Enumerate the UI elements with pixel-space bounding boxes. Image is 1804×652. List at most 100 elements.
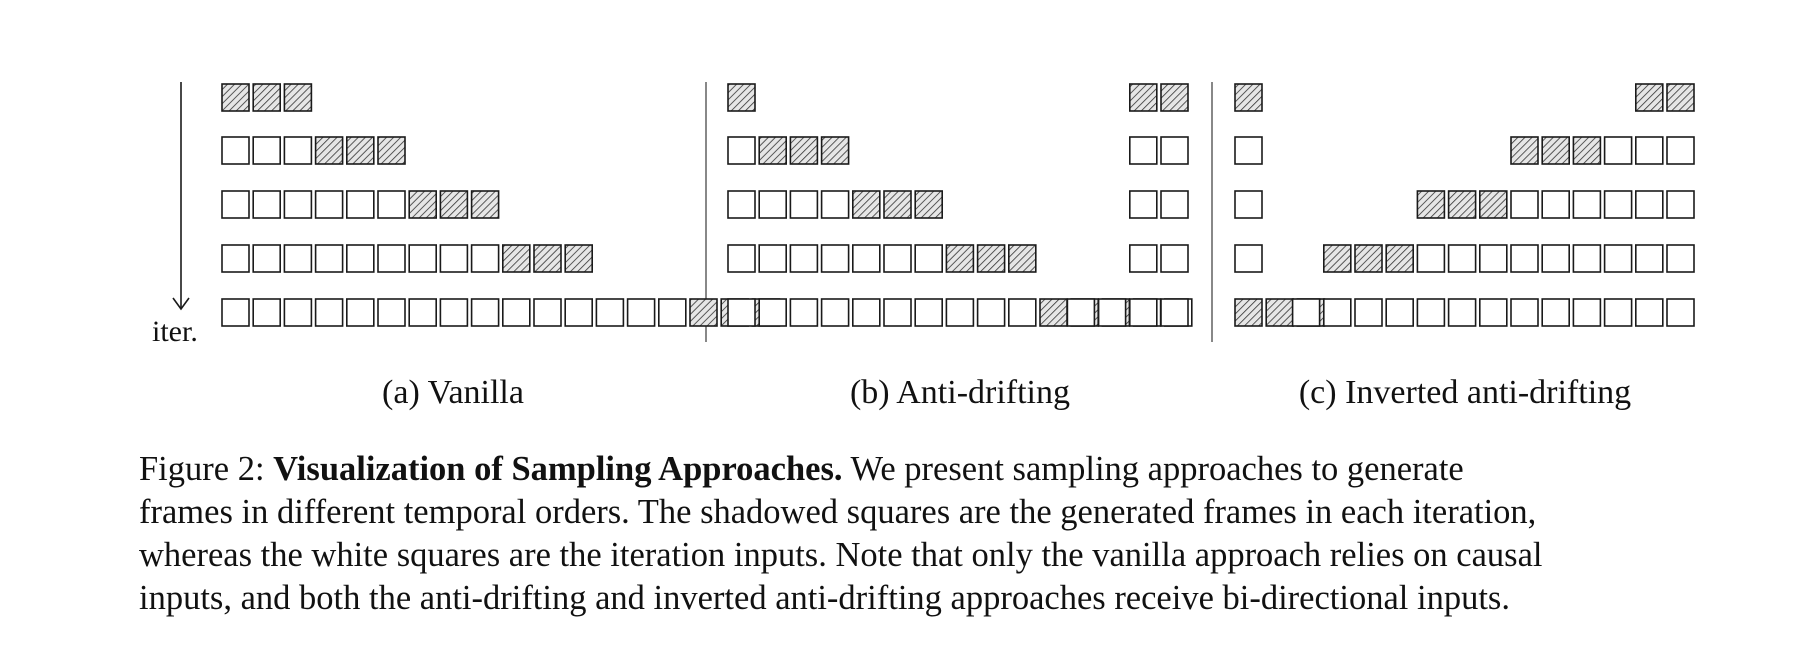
input-frame: [1447, 244, 1477, 273]
input-frame: [1066, 298, 1096, 327]
input-frame: [345, 244, 375, 273]
generated-frame: [1129, 83, 1158, 112]
generated-frame: [914, 190, 944, 219]
input-frame: [883, 244, 912, 273]
input-frame: [377, 244, 406, 273]
input-frame: [221, 298, 250, 327]
generated-frame: [1234, 298, 1263, 327]
input-frame: [1007, 298, 1037, 327]
input-frame: [1097, 298, 1127, 327]
input-frame: [1479, 298, 1508, 327]
input-frame: [1541, 298, 1570, 327]
input-frame: [820, 298, 850, 327]
input-frame: [657, 298, 687, 327]
input-frame: [820, 190, 850, 219]
input-frame: [1510, 298, 1539, 327]
input-frame: [283, 298, 313, 327]
input-frame: [976, 298, 1006, 327]
input-frame: [727, 298, 756, 327]
input-frame: [851, 298, 881, 327]
input-frame: [283, 190, 313, 219]
input-frame: [1666, 190, 1695, 219]
generated-frame: [945, 244, 975, 273]
input-frame: [221, 136, 250, 165]
iter-label: iter.: [152, 315, 198, 348]
input-frame: [1323, 298, 1352, 327]
input-frame: [1234, 136, 1263, 165]
input-frame: [439, 298, 469, 327]
generated-frame: [1510, 136, 1539, 165]
generated-frame: [283, 83, 313, 112]
generated-frame: [1354, 244, 1383, 273]
input-frame: [1572, 298, 1602, 327]
generated-frame: [1572, 136, 1602, 165]
generated-frame: [727, 83, 756, 112]
input-frame: [727, 190, 756, 219]
input-frame: [1635, 136, 1664, 165]
input-frame: [221, 244, 250, 273]
input-frame: [1129, 298, 1158, 327]
generated-frame: [377, 136, 406, 165]
input-frame: [1635, 298, 1664, 327]
input-frame: [314, 190, 344, 219]
generated-frame: [1039, 298, 1068, 327]
input-frame: [595, 298, 625, 327]
input-frame: [1129, 244, 1158, 273]
input-frame: [1447, 298, 1477, 327]
generated-frame: [1635, 83, 1664, 112]
input-frame: [408, 298, 438, 327]
generated-frame: [851, 190, 881, 219]
input-frame: [1603, 136, 1633, 165]
input-frame: [345, 298, 375, 327]
input-frame: [789, 244, 819, 273]
input-frame: [914, 298, 944, 327]
generated-frame: [1385, 244, 1414, 273]
input-frame: [626, 298, 656, 327]
input-frame: [1129, 136, 1158, 165]
input-frame: [1234, 244, 1263, 273]
input-frame: [758, 298, 788, 327]
generated-frame: [1160, 83, 1189, 112]
generated-frame: [976, 244, 1006, 273]
caption-line-1-text: We present sampling approaches to genera…: [850, 450, 1464, 488]
input-frame: [1234, 190, 1263, 219]
generated-frame: [883, 190, 912, 219]
input-frame: [758, 190, 788, 219]
input-frame: [727, 244, 756, 273]
input-frame: [1416, 244, 1446, 273]
input-frame: [945, 298, 975, 327]
input-frame: [1291, 298, 1321, 327]
input-frame: [408, 244, 438, 273]
generated-frame: [1447, 190, 1477, 219]
input-frame: [533, 298, 562, 327]
input-frame: [1635, 190, 1664, 219]
generated-frame: [1323, 244, 1352, 273]
generated-frame: [439, 190, 469, 219]
input-frame: [1510, 244, 1539, 273]
input-frame: [252, 190, 281, 219]
input-frame: [1510, 190, 1539, 219]
input-frame: [1541, 244, 1570, 273]
input-frame: [1666, 244, 1695, 273]
generated-frame: [408, 190, 438, 219]
input-frame: [1385, 298, 1414, 327]
input-frame: [1603, 190, 1633, 219]
generated-frame: [221, 83, 250, 112]
input-frame: [914, 244, 944, 273]
input-frame: [377, 190, 406, 219]
input-frame: [377, 298, 406, 327]
input-frame: [470, 244, 500, 273]
input-frame: [1160, 298, 1189, 327]
input-frame: [1160, 136, 1189, 165]
caption-title: Visualization of Sampling Approaches.: [273, 450, 843, 488]
input-frame: [252, 298, 281, 327]
input-frame: [221, 190, 250, 219]
input-frame: [345, 190, 375, 219]
generated-frame: [470, 190, 500, 219]
generated-frame: [1416, 190, 1446, 219]
iteration-arrow-icon: [172, 82, 190, 311]
generated-frame: [533, 244, 562, 273]
generated-frame: [1265, 298, 1294, 327]
input-frame: [1416, 298, 1446, 327]
figure-caption: Figure 2: Visualization of Sampling Appr…: [139, 448, 1719, 620]
